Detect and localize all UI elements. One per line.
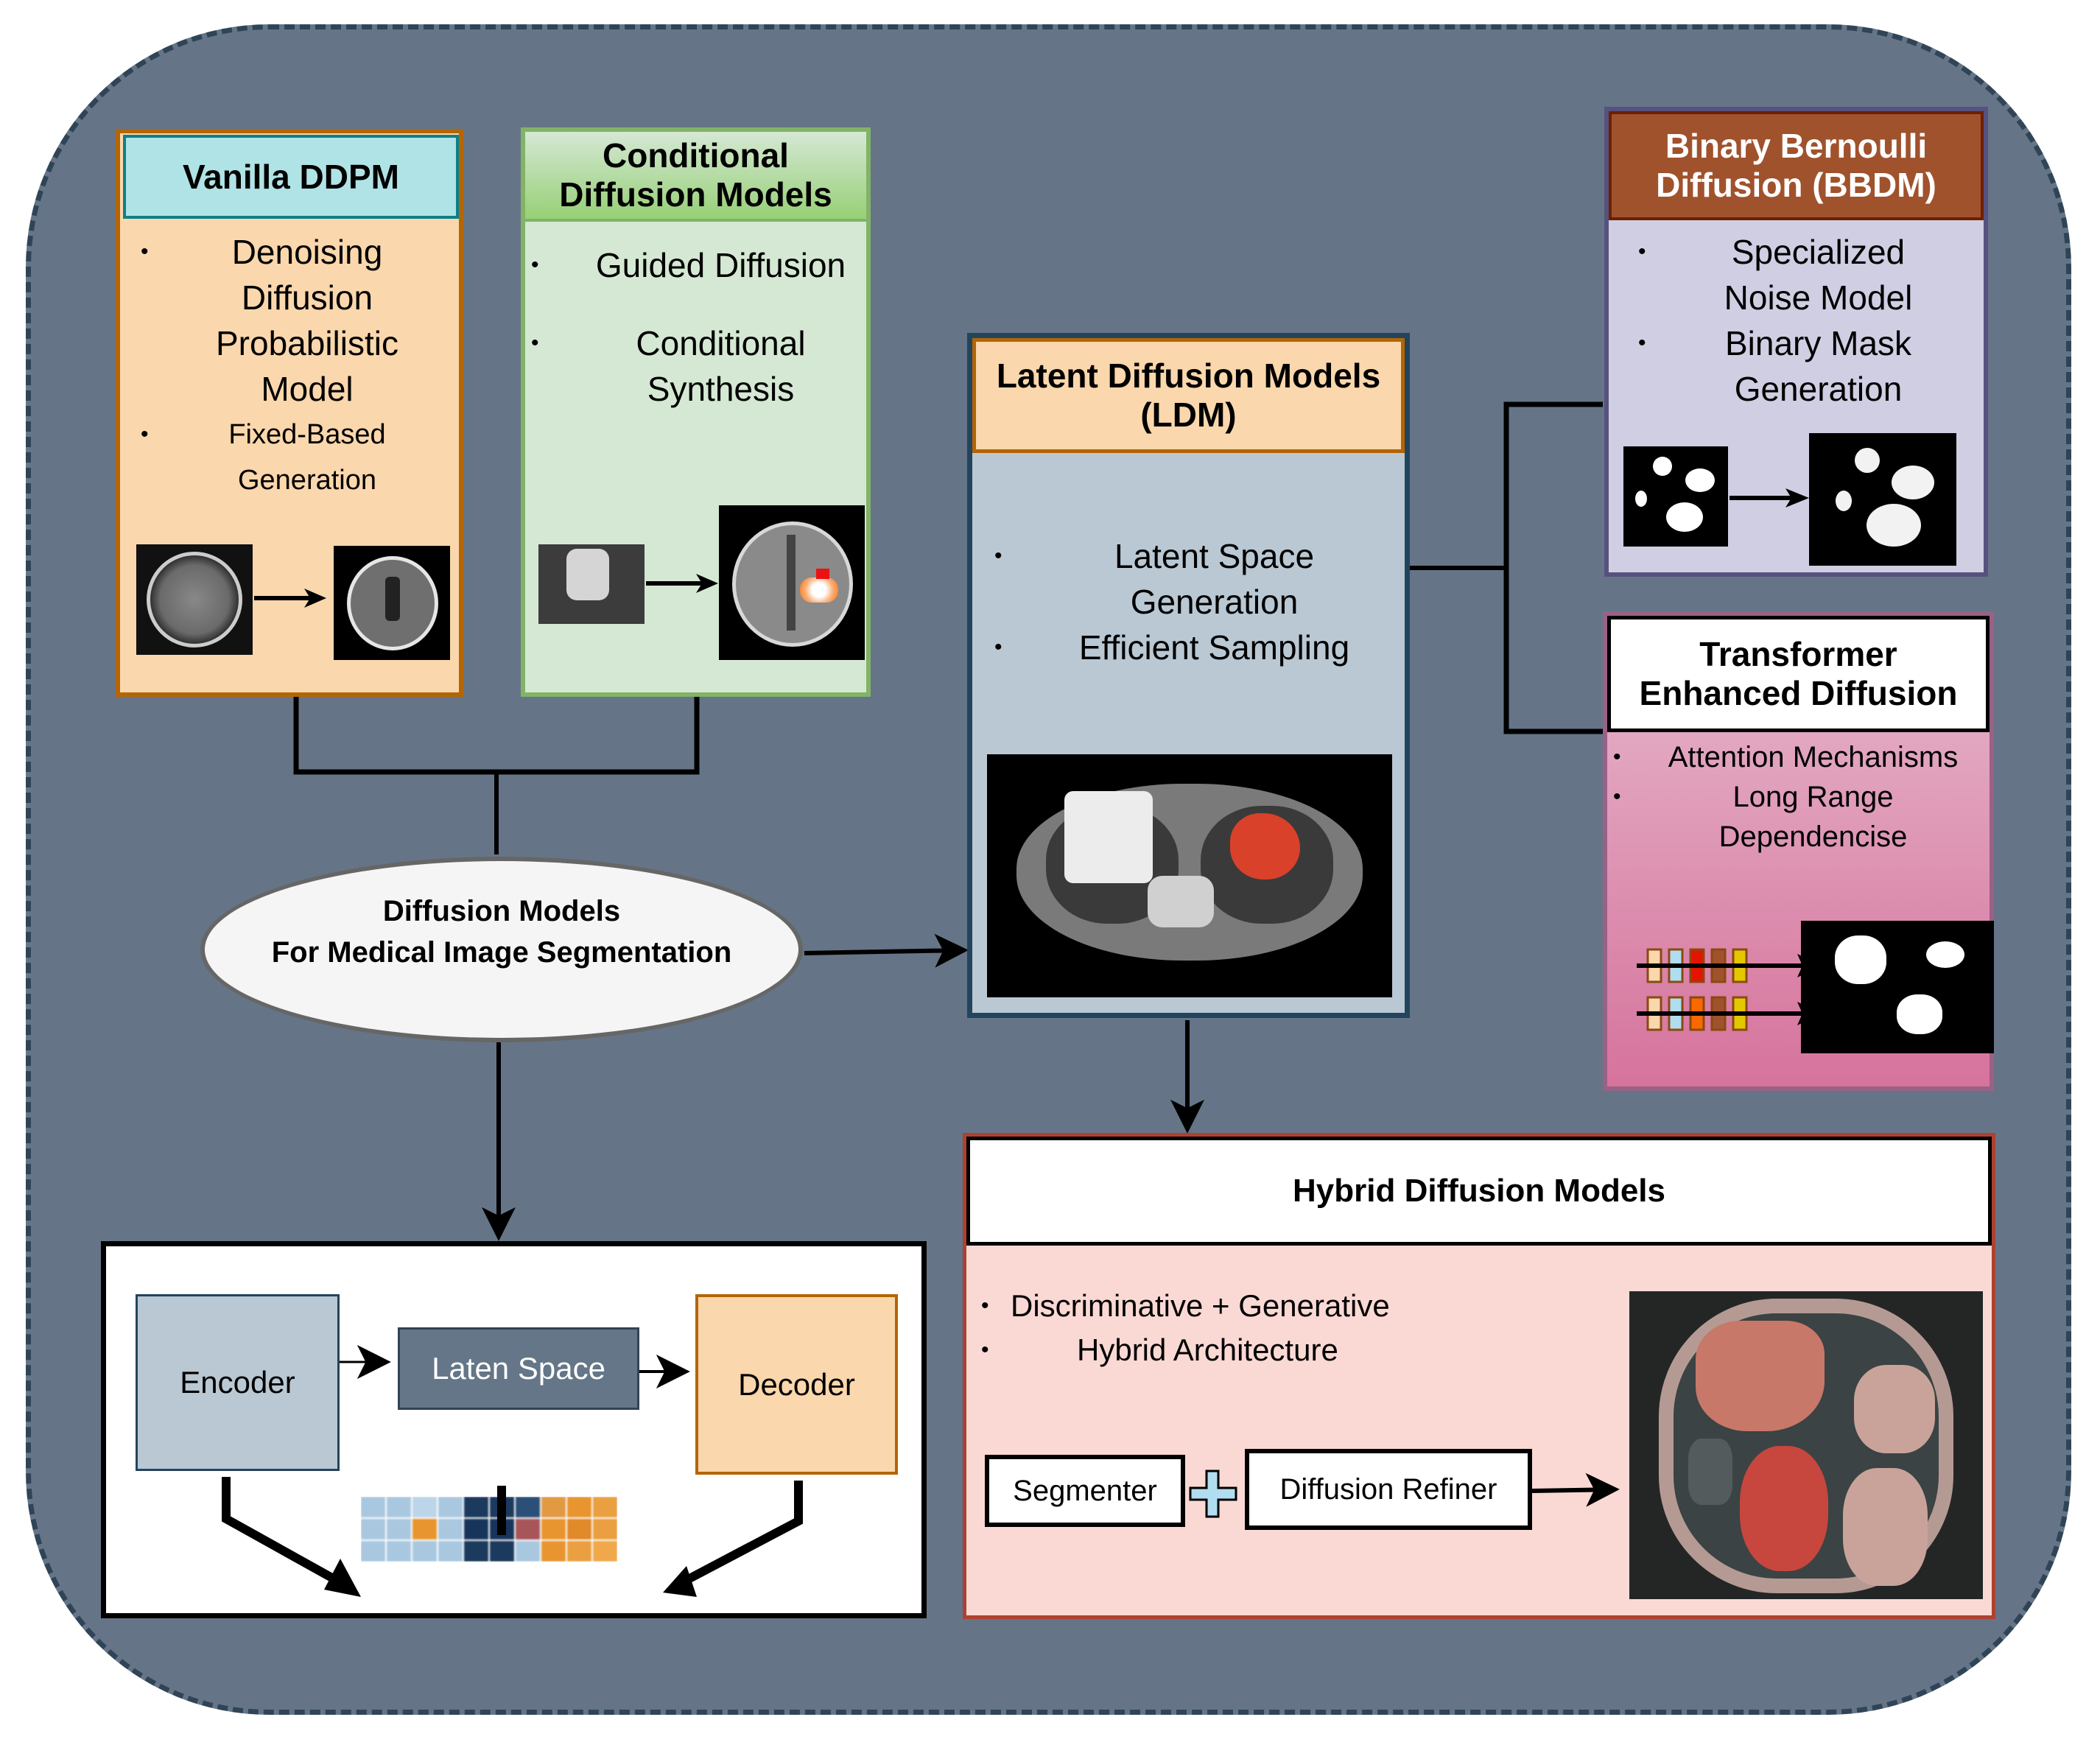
autoencoder-panel: Encoder Laten Space Decoder xyxy=(101,1241,927,1618)
latent-grid-cell xyxy=(464,1497,488,1517)
refiner-arrow xyxy=(1531,1472,1620,1507)
latent-grid-cell xyxy=(593,1497,617,1517)
latent-grid-cell xyxy=(567,1519,591,1539)
latent-grid-cell xyxy=(412,1541,437,1562)
token-sequence-icon xyxy=(1637,933,1821,1043)
bullet-item: •Conditional Synthesis xyxy=(531,324,806,408)
latent-grid-cell xyxy=(541,1519,566,1539)
segmentation-mask-icon xyxy=(1801,921,1994,1053)
arrow-icon xyxy=(253,589,326,608)
transformer-diffusion-title: Transformer Enhanced Diffusion xyxy=(1607,616,1990,732)
bullet-item: •Guided Diffusion xyxy=(531,246,846,284)
conditional-diffusion-bullets: •Guided Diffusion •Conditional Synthesis xyxy=(531,242,866,412)
binary-mask-input-icon xyxy=(1623,446,1728,547)
bullet-item: •Long Range Dependencise xyxy=(1613,781,1908,853)
vanilla-ddpm-card: Vanilla DDPM •Denoising Diffusion Probab… xyxy=(116,129,463,697)
latent-grid-cell xyxy=(567,1541,591,1562)
bullet-item: •Efficient Sampling xyxy=(994,628,1350,667)
ct-thorax-segmentation-icon xyxy=(987,754,1392,997)
top-left-connector xyxy=(293,695,700,854)
transformer-diffusion-card: Transformer Enhanced Diffusion •Attentio… xyxy=(1603,611,1994,1091)
latent-grid-cell xyxy=(464,1541,488,1562)
denoised-brain-mri-icon xyxy=(334,546,450,660)
ldm-bullets: •Latent Space Generation •Efficient Samp… xyxy=(994,533,1390,670)
latent-grid-cell xyxy=(412,1519,437,1539)
abdominal-segmentation-icon xyxy=(1629,1291,1983,1599)
latent-grid-cell xyxy=(516,1541,540,1562)
encoder-block: Encoder xyxy=(136,1294,340,1471)
hybrid-diffusion-bullets: •Discriminative + Generative •Hybrid Arc… xyxy=(981,1284,1453,1372)
latent-grid-cell xyxy=(516,1519,540,1539)
decoder-block: Decoder xyxy=(695,1294,898,1475)
bullet-item: •Latent Space Generation xyxy=(994,537,1315,621)
vanilla-ddpm-title: Vanilla DDPM xyxy=(123,135,459,219)
latent-grid-cell xyxy=(361,1497,385,1517)
latent-grid-cell xyxy=(464,1519,488,1539)
center-node-title: Diffusion Models xyxy=(382,894,621,927)
latent-grid-cell xyxy=(361,1519,385,1539)
autoencoder-arrows xyxy=(222,1345,803,1597)
latent-grid-cell xyxy=(387,1497,411,1517)
latent-grid-cell xyxy=(361,1541,385,1562)
latent-grid-cell xyxy=(593,1541,617,1562)
conditional-diffusion-card: Conditional Diffusion Models •Guided Dif… xyxy=(521,127,871,697)
bullet-item: •Specialized Noise Model xyxy=(1638,233,1913,317)
center-node-ellipse: Diffusion Models For Medical Image Segme… xyxy=(200,857,803,1042)
latent-grid-cell xyxy=(541,1541,566,1562)
bullet-item: •Discriminative + Generative xyxy=(981,1288,1390,1323)
latent-grid-cell xyxy=(516,1497,540,1517)
vanilla-ddpm-bullets-2: •Fixed-Based Generation xyxy=(141,412,429,503)
latent-grid-cell xyxy=(438,1541,463,1562)
arrow-icon xyxy=(645,574,718,593)
latent-grid-cell xyxy=(438,1497,463,1517)
latent-grid-cell xyxy=(490,1541,514,1562)
center-node-subtitle: For Medical Image Segmentation xyxy=(271,935,732,969)
latent-grid-cell xyxy=(541,1497,566,1517)
binary-mask-output-icon xyxy=(1809,433,1956,566)
bbdm-bullets: •Specialized Noise Model •Binary Mask Ge… xyxy=(1638,229,1954,412)
latent-space-block: Laten Space xyxy=(398,1327,639,1410)
latent-grid-cell xyxy=(387,1541,411,1562)
vanilla-ddpm-bullets: •Denoising Diffusion Probabilistic Model xyxy=(141,229,429,412)
bbdm-card: Binary Bernoulli Diffusion (BBDM) •Speci… xyxy=(1604,107,1988,577)
latent-grid-cell xyxy=(387,1519,411,1539)
bullet-item: •Denoising Diffusion Probabilistic Model xyxy=(141,233,398,408)
hybrid-diffusion-title: Hybrid Diffusion Models xyxy=(966,1137,1992,1246)
ldm-card: Latent Diffusion Models (LDM) •Latent Sp… xyxy=(967,333,1410,1018)
bullet-item: •Attention Mechanisms xyxy=(1613,741,1959,773)
latent-grid-cell xyxy=(567,1497,591,1517)
latent-grid-cell xyxy=(438,1519,463,1539)
arrow-icon xyxy=(1728,488,1809,508)
bullet-item: •Fixed-Based Generation xyxy=(141,419,386,496)
plus-icon xyxy=(1187,1468,1239,1520)
ldm-to-right-connector xyxy=(1408,401,1603,734)
segmenter-block: Segmenter xyxy=(985,1455,1185,1527)
latent-grid-cell xyxy=(593,1519,617,1539)
ldm-title: Latent Diffusion Models (LDM) xyxy=(972,338,1405,453)
brain-tumor-overlay-icon xyxy=(719,505,865,660)
bbdm-title: Binary Bernoulli Diffusion (BBDM) xyxy=(1609,111,1984,220)
noisy-brain-mri-icon xyxy=(136,544,253,655)
bullet-item: •Binary Mask Generation xyxy=(1638,324,1912,408)
ellipse-to-ldm-arrow xyxy=(804,933,969,968)
conditional-diffusion-title: Conditional Diffusion Models xyxy=(525,132,866,222)
hybrid-diffusion-card: Hybrid Diffusion Models •Discriminative … xyxy=(963,1133,1995,1619)
bullet-item: •Hybrid Architecture xyxy=(981,1333,1338,1367)
latent-grid-cell xyxy=(412,1497,437,1517)
transformer-diffusion-bullets: •Attention Mechanisms •Long Range Depend… xyxy=(1613,737,1984,857)
diffusion-refiner-block: Diffusion Refiner xyxy=(1245,1449,1532,1530)
tumor-patch-icon xyxy=(538,544,645,624)
